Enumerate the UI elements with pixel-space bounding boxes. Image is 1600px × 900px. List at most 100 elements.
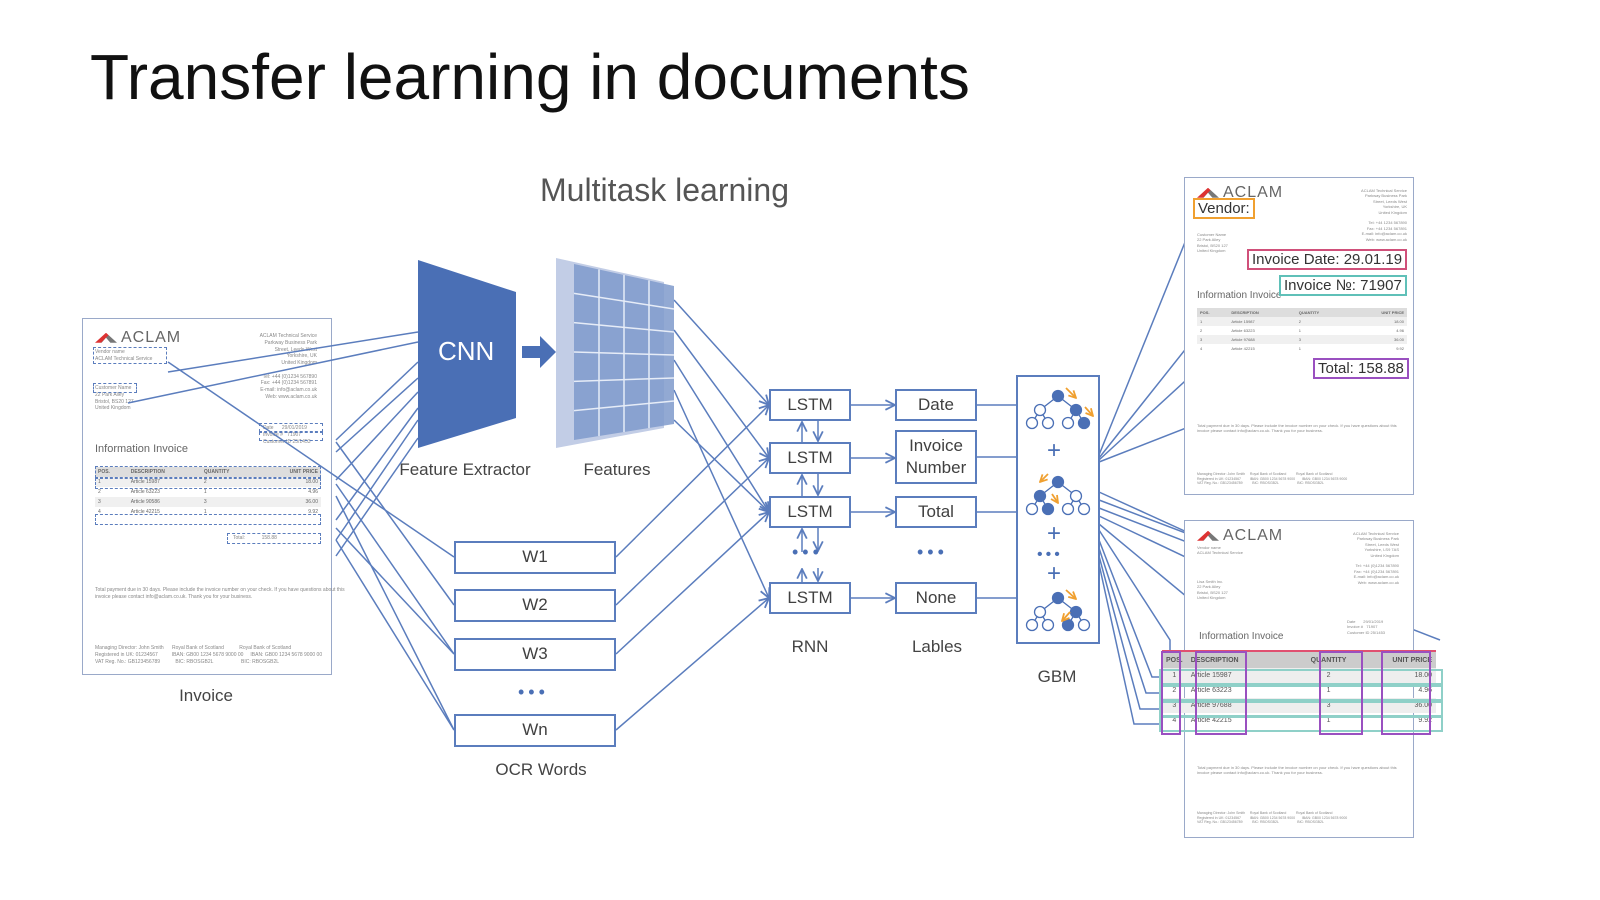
rnn-ellipsis: •••: [792, 542, 823, 562]
invoice-to-cnn-line: [127, 341, 419, 404]
invoice-to-ocr-line: [335, 483, 455, 655]
customer-address: Customer Name 22 Park Alley Bristol, BS2…: [1197, 232, 1228, 254]
tree-node: [1051, 475, 1065, 489]
tree-node: [1069, 605, 1083, 619]
tree-node: [1077, 618, 1091, 632]
cnn-feature-extractor-shape: [418, 260, 516, 448]
lstm-cell-1: LSTM: [769, 389, 851, 421]
total-callout: Total: 158.88: [1313, 358, 1409, 379]
tree-node: [1051, 591, 1065, 605]
features-grid-front: [573, 264, 675, 440]
features-to-lstm-line: [673, 299, 769, 405]
tree-node: [1061, 618, 1075, 632]
ocr-to-lstm-line: [615, 598, 769, 731]
highlight-date: [259, 423, 323, 432]
label-total: Total: [895, 496, 977, 528]
gbm-to-col-line: [1098, 529, 1171, 652]
boosting-arrow-icon: [1040, 473, 1049, 482]
tree-node: [1033, 403, 1047, 417]
invoice-to-ocr-line: [335, 495, 455, 731]
gbm-to-output-line: [1098, 214, 1197, 456]
payment-note: Total payment due in 30 days. Please inc…: [1197, 765, 1397, 776]
footer-text: Managing Director: John Smith Royal Bank…: [1197, 472, 1348, 486]
boosting-arrow-icon: [1065, 589, 1076, 599]
tree-node: [1061, 502, 1075, 516]
ocr-word-w1: W1: [454, 541, 616, 574]
boosting-arrow-icon: [1062, 611, 1071, 621]
vendor-name-text: Vendor name ACLAM Technical Service: [95, 349, 153, 362]
highlight-customer: [93, 383, 137, 393]
gbm-to-row-line: [1098, 563, 1160, 725]
tree-node: [1051, 389, 1065, 403]
col-header-pos: POS.: [1162, 651, 1187, 668]
output-invoice-top: ACLAM ACLAM Technical Service Parkway Bu…: [1184, 177, 1414, 495]
gbm-caption: GBM: [1037, 667, 1077, 686]
company-address: ACLAM Technical Service Parkway Business…: [1361, 188, 1407, 242]
customer-address: Customer Name 22 Park Alley Bristol, BS2…: [95, 385, 134, 412]
invoice-to-cnn-line: [167, 331, 419, 373]
features-caption: Features: [583, 460, 651, 479]
invoice-caption: Invoice: [179, 686, 233, 705]
lstm-cell-2: LSTM: [769, 442, 851, 474]
features-to-lstm-line: [673, 419, 769, 512]
lstm-cell-4: LSTM: [769, 582, 851, 614]
tree-node: [1077, 502, 1091, 516]
invoice-meta: Date 29/01/2019 Invoice # 71907 Customer…: [263, 425, 311, 445]
tree-node: [1041, 618, 1055, 632]
invoice-to-ocr-line: [167, 361, 455, 558]
highlight-vendor: [93, 347, 167, 364]
logo-text: ACLAM: [1223, 527, 1284, 544]
labels-ellipsis: •••: [917, 542, 948, 562]
footer-text: Managing Director: John Smith Royal Bank…: [95, 645, 323, 665]
payment-note: Total payment due in 30 days. Please inc…: [95, 587, 345, 600]
cnn-label: CNN: [438, 336, 495, 366]
diagram-subtitle: Multitask learning: [540, 172, 789, 208]
tree-node: [1025, 618, 1039, 632]
vendor-name-text: Vendor name ACLAM Technical Service: [1197, 545, 1243, 556]
tree-node: [1025, 502, 1039, 516]
gbm-to-output-line: [1098, 491, 1201, 539]
col-header: QUANTITY: [200, 467, 259, 477]
aclam-logo-icon: [1197, 530, 1219, 541]
tree-node: [1041, 416, 1055, 430]
tree-node: [1033, 605, 1047, 619]
rnn-caption: RNN: [791, 637, 829, 656]
ocr-words-caption: OCR Words: [495, 760, 587, 779]
slide-title: Transfer learning in documents: [90, 41, 970, 113]
highlight-table-header: [95, 466, 321, 478]
boosting-arrow-icon: [1052, 493, 1058, 503]
invoice-to-cnn-line: [335, 407, 419, 521]
invoice-to-cnn-line: [335, 391, 419, 481]
gbm-to-row-line: [1098, 547, 1160, 694]
section-title: Information Invoice: [95, 443, 188, 455]
source-invoice-document: ACLAM ACLAM Technical Service Parkway Bu…: [82, 318, 345, 675]
invoice-to-cnn-line: [335, 437, 419, 557]
tree-node: [1041, 502, 1055, 516]
ocr-word-wn: Wn: [454, 714, 616, 747]
ocr-word-w3: W3: [454, 638, 616, 671]
features-to-lstm-line: [673, 359, 769, 512]
cnn-to-features-arrow: [522, 336, 556, 368]
invoice-number-callout: Invoice №: 71907: [1279, 275, 1407, 296]
label-date: Date: [895, 389, 977, 421]
aclam-logo-icon: [1197, 187, 1219, 198]
company-address: ACLAM Technical Service Parkway Business…: [1353, 531, 1399, 585]
aclam-logo-icon: [95, 332, 117, 343]
gbm-plus-1: +: [1047, 437, 1062, 464]
highlight-invoice-no: [259, 432, 323, 441]
invoice-to-ocr-line: [335, 441, 455, 606]
customer-address: Lisa Smith Inc. 22 Park Alley Bristol, B…: [1197, 579, 1228, 601]
features-to-lstm-line: [673, 389, 769, 598]
boosting-arrow-icon: [1084, 406, 1093, 416]
logo-text: ACLAM: [1223, 184, 1284, 201]
tree-node: [1033, 489, 1047, 503]
